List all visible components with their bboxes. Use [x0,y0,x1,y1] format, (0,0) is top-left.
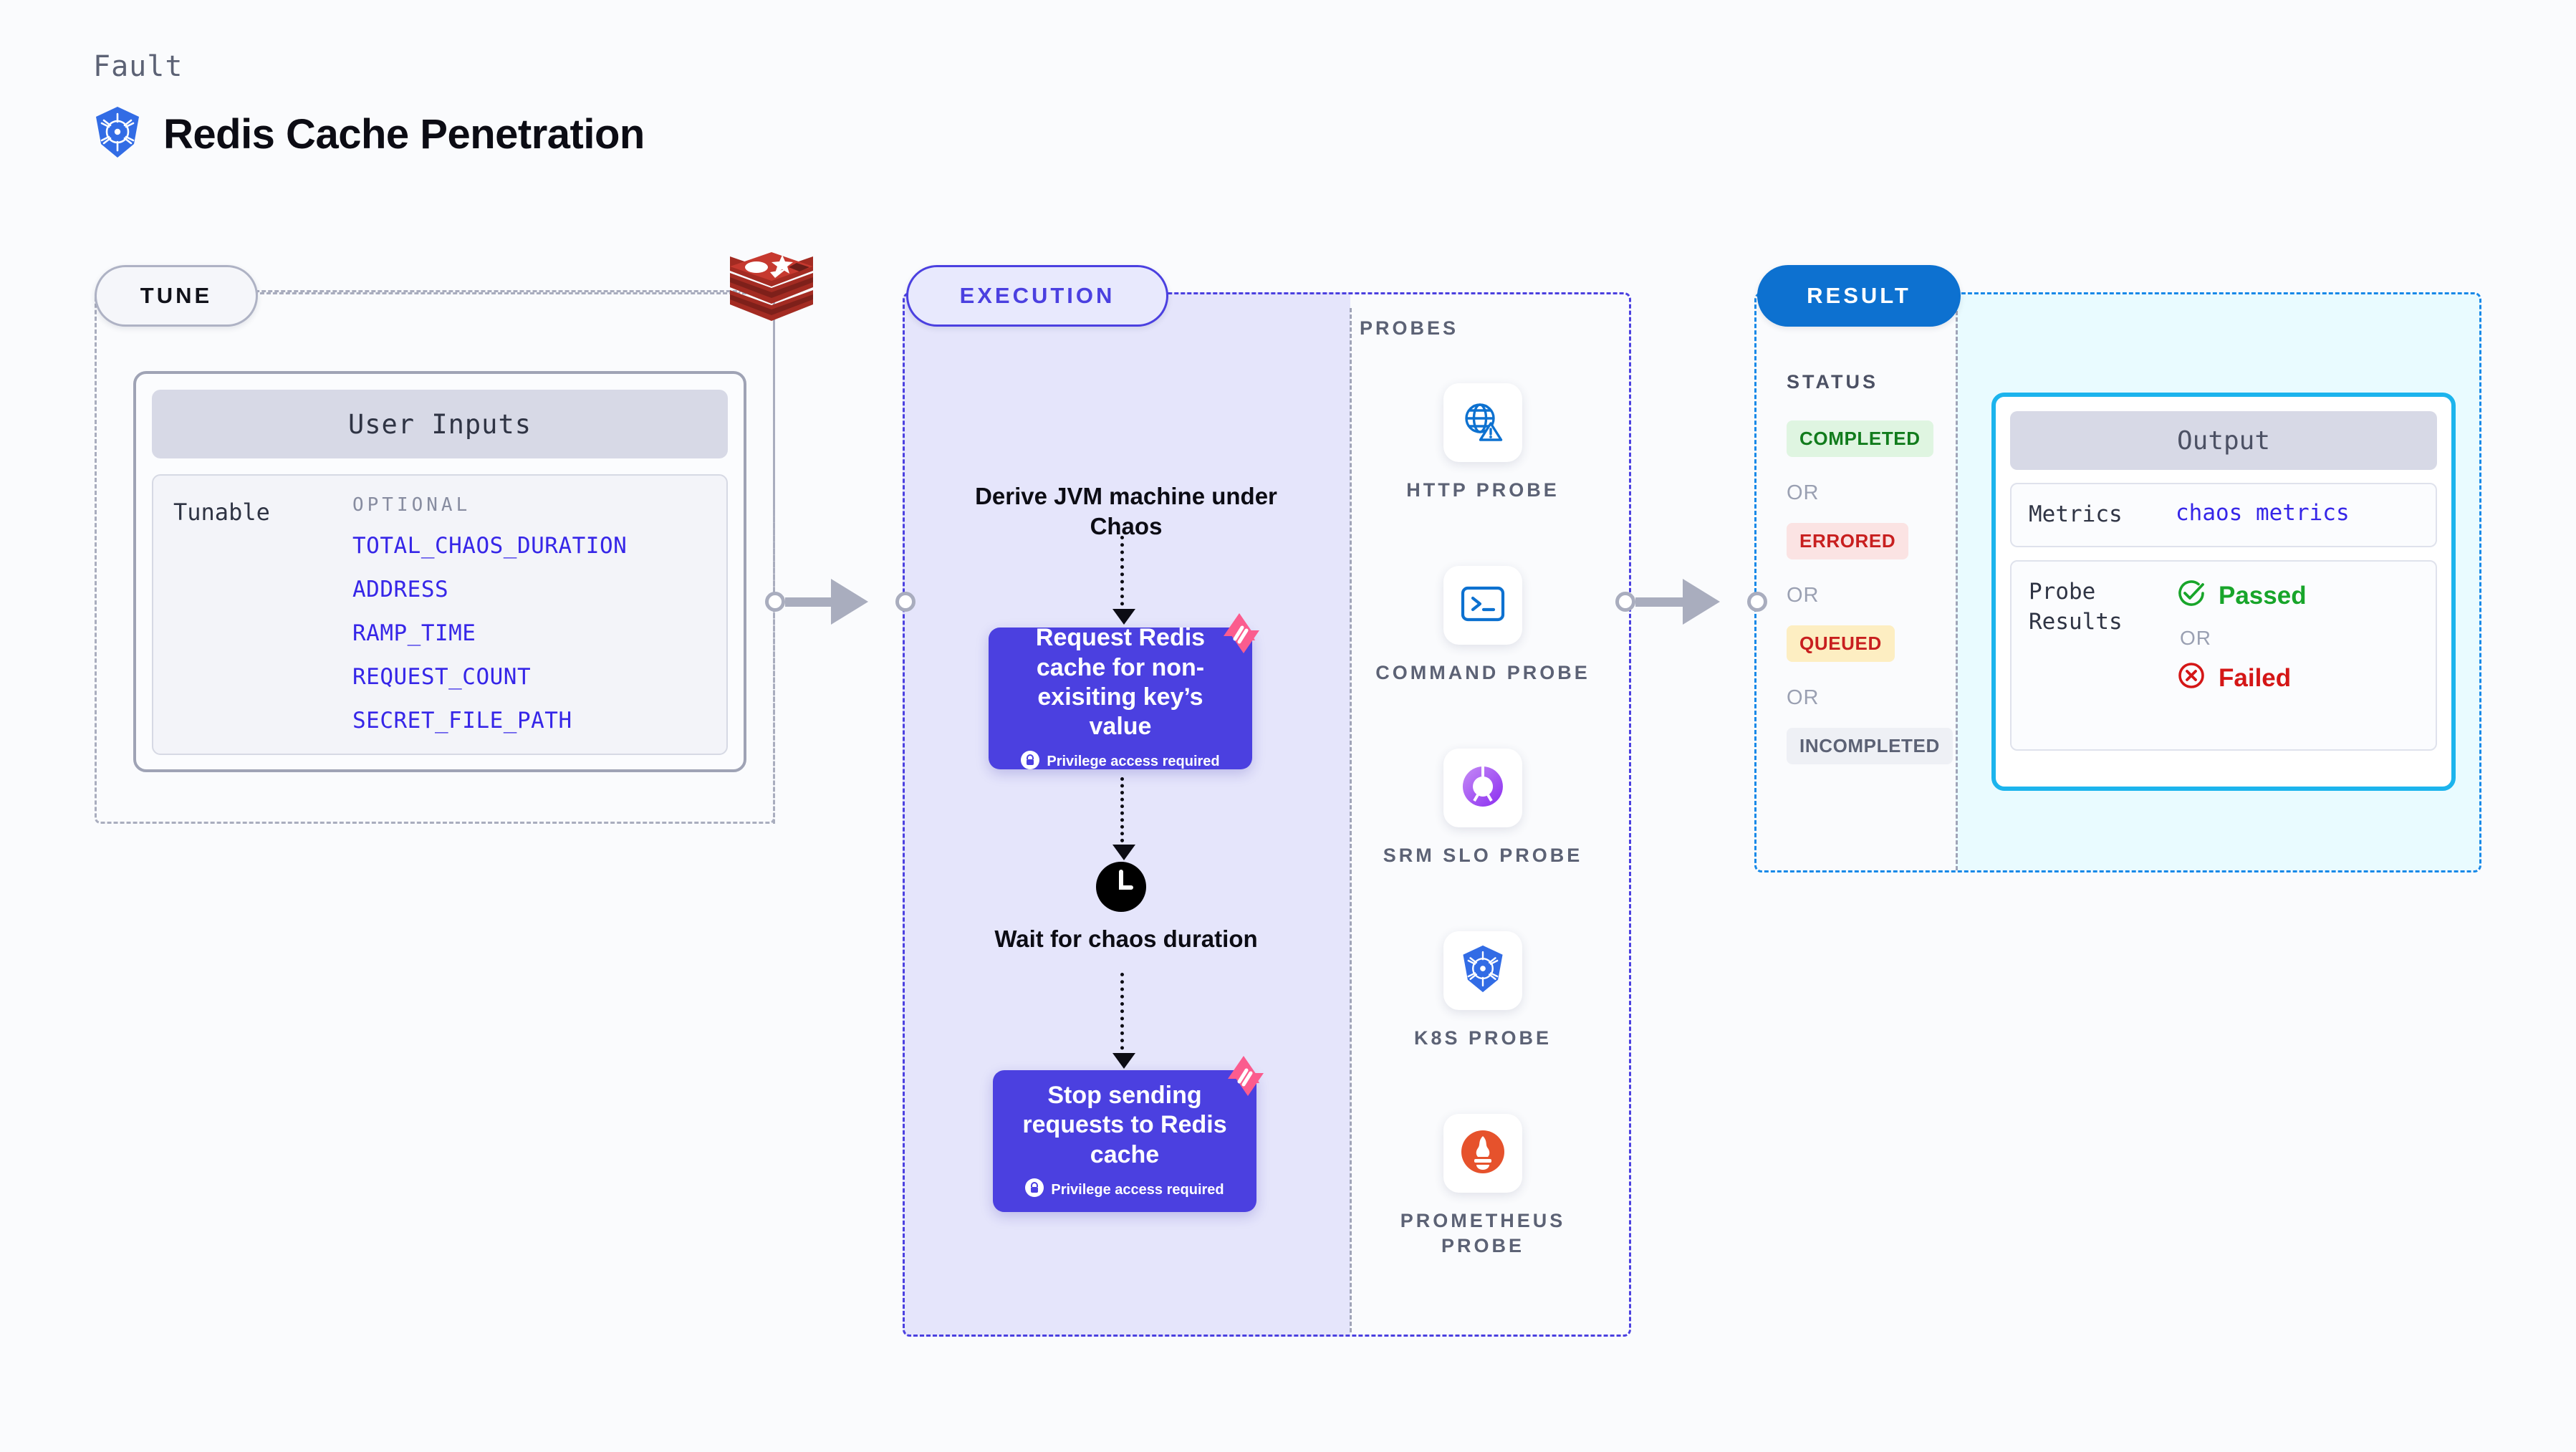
redis-logo [726,249,817,335]
status-or-separator: OR [1787,686,1820,709]
litmus-chaos-badge-icon [1218,612,1265,656]
probe-label: COMMAND PROBE [1375,662,1590,683]
stage-pill-tune[interactable]: TUNE [95,265,258,327]
connector-bar [785,597,832,607]
stage-pill-execution[interactable]: EXECUTION [906,265,1168,327]
execution-node-privilege-label: Privilege access required [1051,1181,1224,1198]
user-inputs-card: User Inputs Tunable OPTIONAL TOTAL_CHAOS… [133,371,746,772]
output-card: Output Metrics chaos metrics Probe Resul… [1991,393,2456,791]
check-circle-icon [2176,577,2207,615]
probes-title: PROBES [1360,317,1459,339]
connector-arrowhead [1683,579,1757,625]
probe-tile [1443,383,1522,462]
tunable-panel: Tunable OPTIONAL TOTAL_CHAOS_DURATION AD… [152,474,728,755]
output-row-metrics: Metrics chaos metrics [2010,483,2437,547]
probe-label: SRM SLO PROBE [1383,845,1583,866]
status-badge-completed: COMPLETED [1787,420,1933,457]
tune-top-dashed-connector [254,292,759,294]
status-or-separator: OR [1787,481,1820,504]
probe-label: HTTP PROBE [1406,479,1559,501]
globe-warning-icon [1461,399,1505,447]
probe-tile [1443,749,1522,827]
execution-step-label-wait: Wait for chaos duration [994,925,1258,952]
clock-icon [1096,862,1146,912]
execution-node-stop-requests[interactable]: Stop sending requests to Redis cache Pri… [993,1056,1264,1212]
litmus-chaos-badge-icon [1222,1054,1269,1099]
execution-node-request-redis[interactable]: Request Redis cache for non-exisiting ke… [989,613,1259,769]
probe-tile [1443,931,1522,1010]
execution-node-privilege-label: Privilege access required [1047,754,1220,770]
tunable-item-total-chaos-duration[interactable]: TOTAL_CHAOS_DURATION [352,533,628,559]
probe-result-failed: Failed [2176,660,2418,698]
output-probe-results-key: Probe Results [2029,578,2123,635]
optional-group-label: OPTIONAL [352,494,471,516]
connector-end-dot [895,592,915,612]
tunable-label: Tunable [173,499,270,526]
connector-start-dot [765,592,785,612]
probe-item-command[interactable]: COMMAND PROBE [1361,566,1605,686]
prometheus-icon [1460,1129,1506,1178]
status-badge-incompleted: INCOMPLETED [1787,728,1953,764]
flow-arrow-1 [1112,536,1135,625]
probe-result-passed: Passed [2176,577,2418,615]
probe-label: K8S PROBE [1413,1027,1552,1049]
tunable-item-ramp-time[interactable]: RAMP_TIME [352,620,476,646]
probe-result-passed-label: Passed [2219,582,2307,610]
lock-icon [1025,1178,1044,1201]
execution-node-privilege: Privilege access required [1025,1178,1224,1201]
result-lane [1754,292,2481,872]
execution-node-title: Stop sending requests to Redis cache [1022,1081,1227,1168]
x-circle-icon [2176,660,2207,698]
connector-execution-to-result [1615,579,1767,625]
status-lane-divider [1956,304,1958,870]
terminal-icon [1461,585,1505,627]
connector-tune-to-execution [765,579,915,625]
redis-vertical-dashed-connector [773,294,775,824]
status-title: STATUS [1787,371,1878,393]
tunable-item-address[interactable]: ADDRESS [352,577,449,602]
page-header: Fault [93,50,645,163]
status-or-separator: OR [1787,584,1820,607]
probe-item-k8s[interactable]: K8S PROBE [1361,931,1605,1051]
output-metrics-key: Metrics [2029,501,2123,527]
probe-tile [1443,1114,1522,1193]
execution-node-title: Request Redis cache for non-exisiting ke… [1035,624,1206,741]
kubernetes-icon [1460,945,1506,997]
status-badge-errored: ERRORED [1787,523,1909,559]
tunable-item-secret-file-path[interactable]: SECRET_FILE_PATH [352,708,572,734]
connector-end-dot [1747,592,1767,612]
execution-node-privilege: Privilege access required [1021,750,1220,774]
status-badge-queued: QUEUED [1787,625,1895,662]
output-row-probe-results: Probe Results Passed OR [2010,559,2437,751]
connector-start-dot [1615,592,1635,612]
probe-item-prometheus[interactable]: PROMETHEUS PROBE [1361,1114,1605,1259]
connector-arrowhead [831,579,905,625]
flow-arrow-3 [1112,973,1135,1069]
fault-kicker: Fault [93,50,183,83]
page-title: Redis Cache Penetration [163,111,645,158]
output-metrics-value[interactable]: chaos metrics [2176,500,2350,526]
kubernetes-icon [93,106,142,163]
stage-pill-result[interactable]: RESULT [1757,265,1961,327]
execution-step-label-derive: Derive JVM machine under Chaos [975,483,1277,540]
user-inputs-header: User Inputs [152,390,728,458]
execution-lane [903,292,1631,1337]
probe-tile [1443,566,1522,645]
tunable-values: OPTIONAL TOTAL_CHAOS_DURATION ADDRESS RA… [352,494,706,735]
probe-label: PROMETHEUS PROBE [1400,1210,1566,1257]
probe-item-http[interactable]: HTTP PROBE [1361,383,1605,503]
probe-result-or-separator: OR [2180,626,2211,649]
probe-result-failed-label: Failed [2219,664,2292,693]
tunable-item-request-count[interactable]: REQUEST_COUNT [352,664,532,690]
flow-arrow-2 [1112,777,1135,860]
lock-icon [1021,750,1040,774]
title-row: Redis Cache Penetration [93,106,645,163]
slo-donut-check-icon [1460,764,1506,813]
probe-item-srm-slo[interactable]: SRM SLO PROBE [1361,749,1605,868]
output-header: Output [2010,411,2437,470]
probes-lane-divider [1350,308,1352,1332]
connector-bar [1635,597,1684,607]
